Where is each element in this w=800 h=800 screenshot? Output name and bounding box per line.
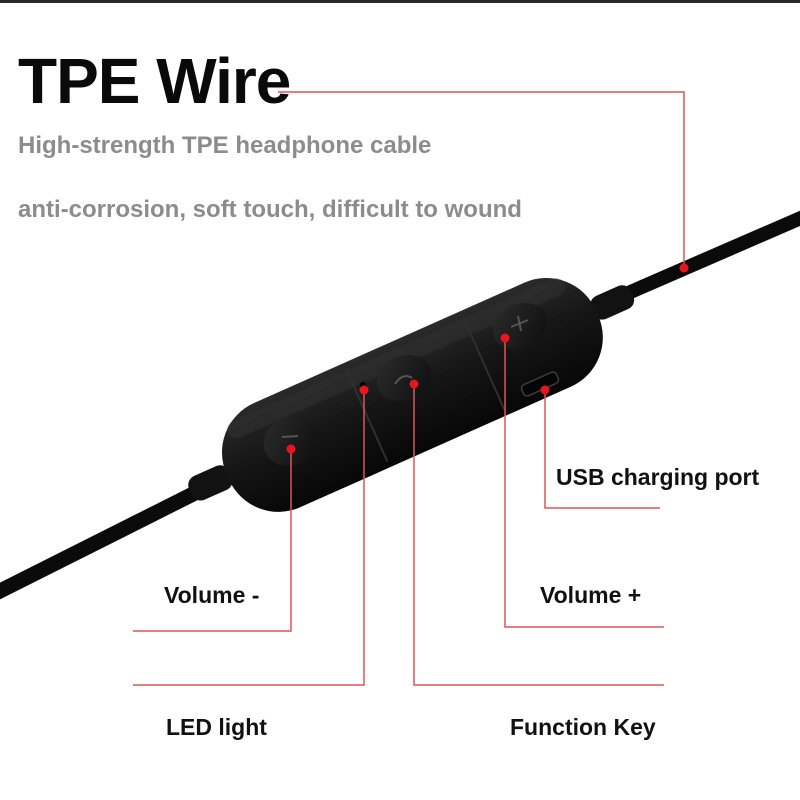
callout-line-led [133, 390, 365, 686]
callout-line-volume-plus [504, 338, 664, 628]
callout-dots [286, 263, 689, 454]
cable-upper-right [605, 210, 800, 307]
label-volume-plus: Volume + [540, 582, 642, 608]
cable-lower-left [0, 480, 213, 600]
volume-minus-button[interactable] [256, 408, 327, 475]
callout-line-function-key [413, 384, 664, 686]
top-edge-strip [0, 0, 800, 3]
strain-relief-right [590, 285, 635, 320]
remote-seam-right [462, 316, 506, 411]
remote-seam-left [345, 368, 389, 463]
page-title: TPE Wire [18, 45, 291, 117]
callout-line-volume-minus [133, 449, 292, 632]
label-volume-minus: Volume - [164, 582, 260, 608]
callout-line-tpe-wire [278, 91, 685, 268]
label-led-light: LED light [166, 714, 267, 740]
callout-dot-volume-plus [500, 333, 510, 343]
callout-dot-tpe-wire [679, 263, 689, 273]
callout-lines [133, 91, 685, 686]
callout-line-usb [544, 390, 660, 509]
label-usb-charging-port: USB charging port [556, 464, 760, 490]
callout-dot-function-key [409, 379, 419, 389]
subtitle-line-1: High-strength TPE headphone cable [18, 132, 432, 159]
function-key-button[interactable] [369, 347, 438, 410]
label-function-key: Function Key [510, 714, 656, 740]
subtitle-line-2: anti-corrosion, soft touch, difficult to… [18, 196, 522, 223]
callout-dot-volume-minus [286, 444, 296, 454]
strain-relief-left [188, 465, 233, 501]
callout-dot-usb [540, 385, 550, 395]
callout-dot-led [359, 385, 369, 395]
